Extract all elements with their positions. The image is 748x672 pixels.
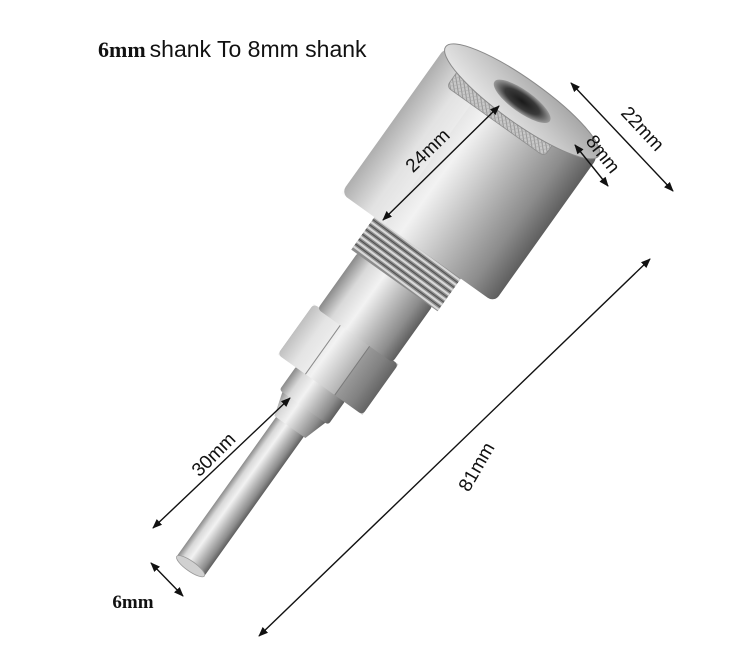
total-length-label: 81mm [455,439,500,495]
head-length-arrow [382,105,500,221]
collet-extension-body [176,43,601,578]
shank [176,413,307,578]
title-text: shank To 8mm shank [149,36,367,62]
shank-length-arrow [152,397,291,529]
bore-diameter-arrow [574,144,609,187]
bore-hole [493,79,551,124]
product-title: 6mm shank To 8mm shank [98,36,367,63]
head-diameter-arrow [570,82,674,192]
shank-length-label: 30mm [188,429,240,481]
shank-diameter-arrow [150,562,184,597]
shank-diameter-label: 6mm [112,592,153,613]
head-diameter-label: 22mm [616,103,667,156]
title-shank-size: 6mm [98,37,146,62]
total-length-arrow [258,258,651,637]
